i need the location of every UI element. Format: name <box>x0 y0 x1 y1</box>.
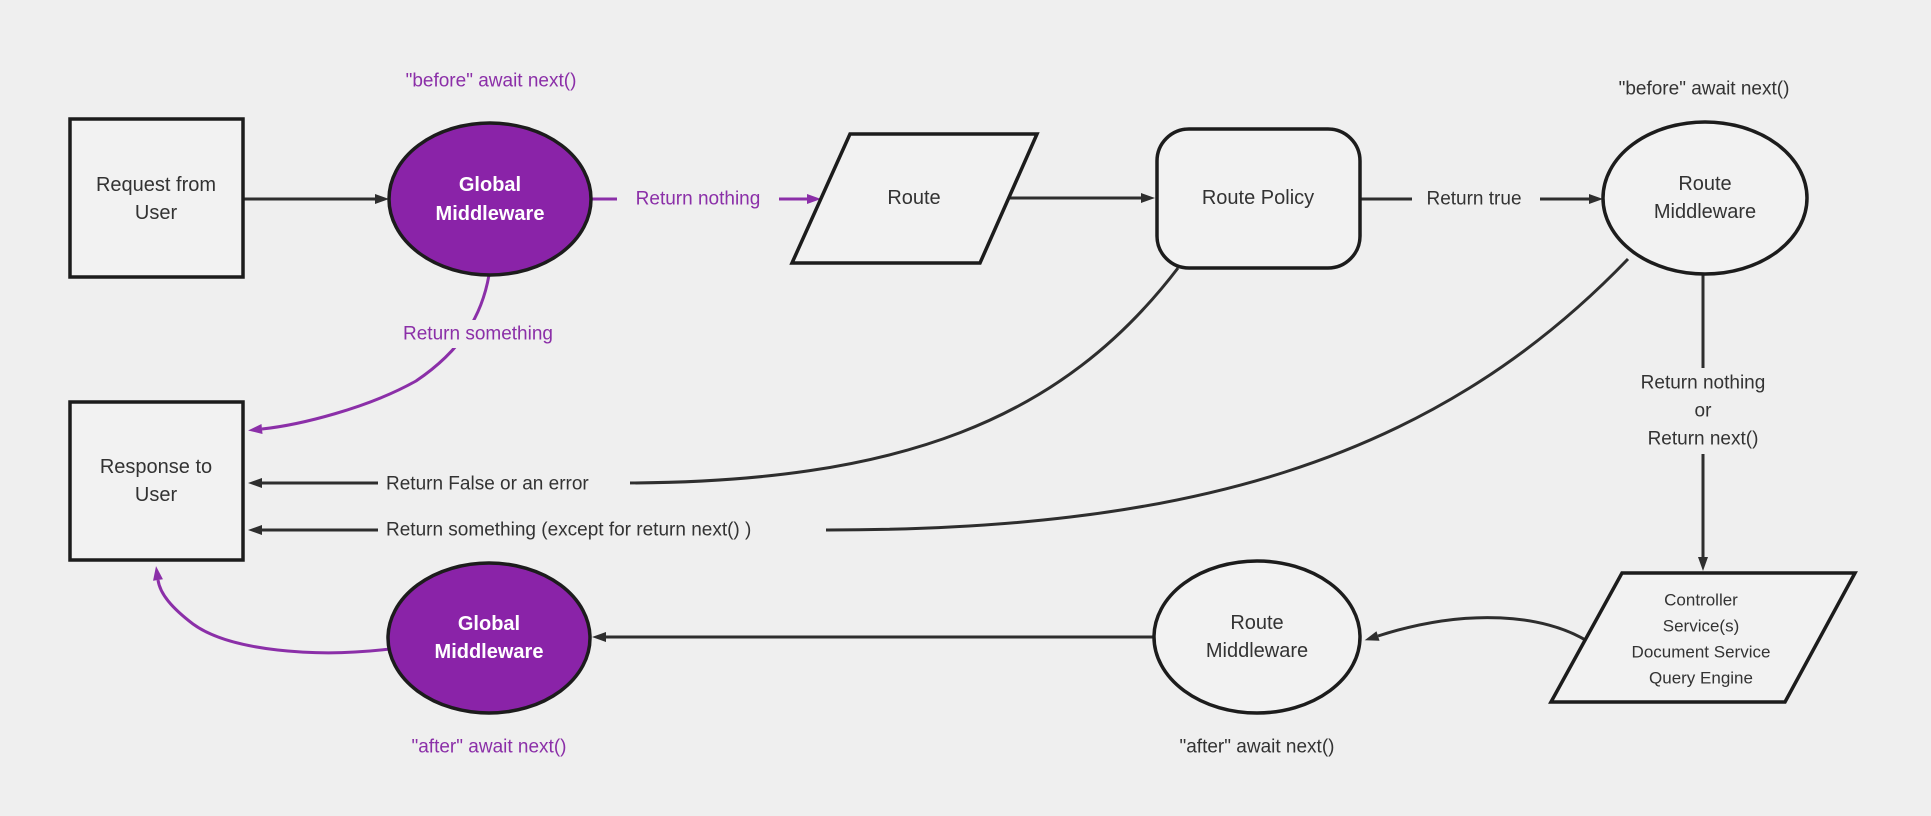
label-return-nothing-or-line2: or <box>1695 401 1713 422</box>
controller-services-label-line1: Controller <box>1664 591 1738 610</box>
global-middleware-bottom-ellipse <box>386 561 592 715</box>
controller-services-parallelogram <box>1548 571 1858 704</box>
label-before-await-next-right: "before" await next() <box>1619 79 1790 100</box>
label-bg-return-nothing-or <box>1618 368 1788 454</box>
label-return-something-except: Return something (except for return next… <box>386 520 751 541</box>
label-return-nothing: Return nothing <box>636 189 761 210</box>
route-middleware-bottom-label-line1: Route <box>1230 612 1283 634</box>
node-route-middleware-top: Route Middleware <box>1601 120 1809 276</box>
edge-route-policy-return-false-to-response <box>248 267 1180 488</box>
route-label: Route <box>887 187 940 209</box>
route-middleware-top-label-line2: Middleware <box>1654 201 1756 223</box>
request-from-user-box <box>68 117 245 279</box>
label-return-true: Return true <box>1426 189 1521 210</box>
request-from-user-label-line1: Request from <box>96 174 216 196</box>
node-controller-services: Controller Service(s) Document Service Q… <box>1548 571 1858 704</box>
route-middleware-bottom-label-line2: Middleware <box>1206 640 1308 662</box>
global-middleware-top-label-line2: Middleware <box>436 203 545 225</box>
controller-services-label-line3: Document Service <box>1632 643 1771 662</box>
node-route-policy: Route Policy <box>1155 127 1362 270</box>
label-return-false-or-error: Return False or an error <box>386 474 589 495</box>
global-middleware-top-ellipse <box>387 121 593 277</box>
global-middleware-bottom-label-line1: Global <box>458 613 520 635</box>
edge-controller-to-route-middleware-bottom <box>1364 616 1588 643</box>
node-route: Route <box>789 132 1040 265</box>
route-middleware-bottom-ellipse <box>1152 559 1362 715</box>
response-to-user-box <box>68 400 245 562</box>
label-after-await-next-right: "after" await next() <box>1180 737 1335 758</box>
label-bg-return-true <box>1412 185 1540 213</box>
global-middleware-top-label-line1: Global <box>459 174 521 196</box>
edge-global-middleware-bottom-to-response <box>153 566 391 655</box>
node-response-to-user: Response to User <box>68 400 245 562</box>
controller-services-label-line4: Query Engine <box>1649 669 1753 688</box>
node-route-middleware-bottom: Route Middleware <box>1152 559 1362 715</box>
label-bg-return-something <box>381 320 575 348</box>
label-after-await-next-left: "after" await next() <box>412 737 567 758</box>
response-to-user-label-line2: User <box>135 484 178 506</box>
node-request-from-user: Request from User <box>68 117 245 279</box>
label-return-something: Return something <box>403 324 553 345</box>
node-global-middleware-bottom: Global Middleware <box>386 561 592 715</box>
edge-label-backgrounds <box>378 185 1788 545</box>
label-bg-return-false <box>378 469 630 499</box>
response-to-user-label-line1: Response to <box>100 456 212 478</box>
nodes: Request from User Global Middleware Rout… <box>68 117 1858 715</box>
label-bg-return-something-except <box>378 515 826 545</box>
label-return-nothing-or-line3: Return next() <box>1648 429 1759 450</box>
edge-labels: "before" await next() Return nothing Ret… <box>386 71 1789 758</box>
route-middleware-top-ellipse <box>1601 120 1809 276</box>
request-from-user-label-line2: User <box>135 202 178 224</box>
global-middleware-bottom-label-line2: Middleware <box>435 641 544 663</box>
route-parallelogram <box>789 132 1040 265</box>
edges <box>153 193 1708 655</box>
label-return-nothing-or-line1: Return nothing <box>1641 373 1766 394</box>
route-middleware-top-label-line1: Route <box>1678 173 1731 195</box>
label-before-await-next-left: "before" await next() <box>406 71 577 92</box>
route-policy-box <box>1155 127 1362 270</box>
label-bg-return-nothing <box>617 185 779 213</box>
route-policy-label: Route Policy <box>1202 187 1314 209</box>
edge-route-middleware-return-something-to-response <box>248 257 1630 535</box>
controller-services-label-line2: Service(s) <box>1663 617 1740 636</box>
node-global-middleware-top: Global Middleware <box>387 121 593 277</box>
edge-global-middleware-return-something-to-response <box>248 274 491 434</box>
